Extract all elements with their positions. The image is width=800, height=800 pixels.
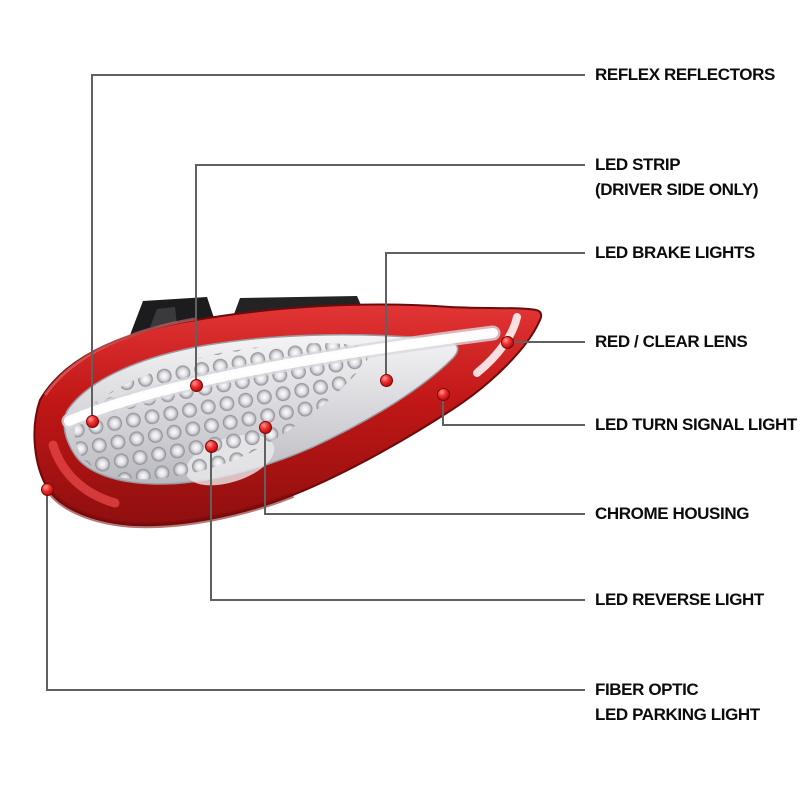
- callout-line-v: [264, 427, 266, 514]
- light-bar-core: [67, 331, 495, 423]
- callout-line-v: [46, 489, 48, 690]
- callout-label: FIBER OPTIC LED PARKING LIGHT: [595, 680, 760, 724]
- callout-dot: [190, 379, 203, 392]
- callout-line-h: [210, 599, 585, 601]
- led-grid: [74, 343, 370, 480]
- callout-line-h: [264, 513, 585, 515]
- callout-dot: [41, 483, 54, 496]
- reflex-reflector-band: [48, 440, 120, 508]
- callout-line-h: [507, 341, 585, 343]
- callout-line-h: [442, 424, 585, 426]
- lens-bottom-shadow: [45, 487, 295, 529]
- callout-line-h: [46, 689, 585, 691]
- lens-top-highlight: [43, 317, 196, 396]
- callout-label: RED / CLEAR LENS: [595, 332, 748, 351]
- callout-label: LED TURN SIGNAL LIGHT: [595, 415, 797, 434]
- callout-dot: [86, 415, 99, 428]
- callout-label: CHROME HOUSING: [595, 504, 750, 523]
- callout-line-v: [385, 252, 387, 380]
- callout-dot: [437, 388, 450, 401]
- callout-label: LED BRAKE LIGHTS: [595, 243, 755, 262]
- callout-line-v: [195, 164, 197, 385]
- tail-light-illustration: [33, 296, 543, 529]
- callout-dot: [205, 440, 218, 453]
- callout-line-v: [210, 446, 212, 600]
- callout-label: LED REVERSE LIGHT: [595, 590, 764, 609]
- callout-line-v: [442, 394, 444, 425]
- callout-line-h: [195, 164, 585, 166]
- callout-dot: [259, 421, 272, 434]
- callout-label: LED STRIP (DRIVER SIDE ONLY): [595, 155, 759, 199]
- callout-line-h: [91, 74, 585, 76]
- callout-line-h: [385, 252, 585, 254]
- mounting-tab: [150, 307, 177, 327]
- callout-dot: [501, 336, 514, 349]
- callout-label: REFLEX REFLECTORS: [595, 65, 775, 84]
- callout-line-v: [91, 74, 93, 421]
- callout-dot: [380, 374, 393, 387]
